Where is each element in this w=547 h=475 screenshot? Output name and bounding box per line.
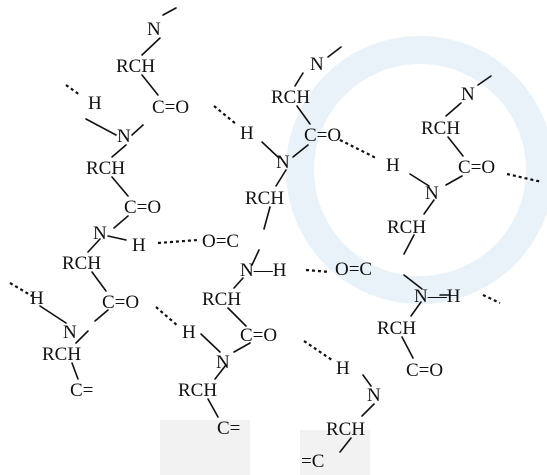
chain-d-rch: RCH xyxy=(326,419,365,440)
chain-a-n-2: N xyxy=(93,223,107,244)
chain-c-rch-1: RCH xyxy=(421,118,460,139)
chain-b-rch-3: RCH xyxy=(202,289,241,310)
chain-c-carbonyl-3: C=O xyxy=(406,360,443,381)
hydrogen-bonds xyxy=(9,84,543,361)
chain-c-h-1: H xyxy=(386,155,400,176)
chain-d-n: N xyxy=(367,385,381,406)
background-watermark xyxy=(160,36,547,475)
covalent-bonds xyxy=(39,7,492,453)
chain-d-c-end: =C xyxy=(301,451,324,472)
chain-c-nh: N—H xyxy=(414,286,461,307)
chain-b-n-3: N xyxy=(216,352,230,373)
chain-b-carbonyl-2: O=C xyxy=(202,231,239,252)
chain-a-h-1: H xyxy=(88,93,102,114)
chain-b-rch-4: RCH xyxy=(178,380,217,401)
chain-b-rch-1: RCH xyxy=(271,87,310,108)
chain-c-rch-3: RCH xyxy=(377,318,416,339)
chain-d-h: H xyxy=(336,358,350,379)
chain-b-carbonyl-3: C=O xyxy=(240,325,277,346)
chain-b-h-3: H xyxy=(182,322,196,343)
chain-b-carbonyl-1: C=O xyxy=(304,125,341,146)
chain-b-n-top: N xyxy=(310,54,324,75)
atom-labels: N RCH C=O H N RCH C=O N H RCH C=O H N RC… xyxy=(30,19,495,472)
chain-c-carbonyl-2: O=C xyxy=(335,259,372,280)
chain-a-carbonyl-3: C=O xyxy=(102,292,139,313)
chain-c-n-top: N xyxy=(461,84,475,105)
chain-a-n-1: N xyxy=(117,126,131,147)
chain-b-n-1: N xyxy=(276,152,290,173)
chain-a-rch-1: RCH xyxy=(116,56,155,77)
chain-a-carbonyl-2: C=O xyxy=(124,197,161,218)
chain-a-c-end: C= xyxy=(70,380,93,401)
chain-a-carbonyl-1: C=O xyxy=(152,97,189,118)
chain-b-h-1: H xyxy=(240,123,254,144)
chain-a-n-3: N xyxy=(63,322,77,343)
chain-b-c-end: C= xyxy=(217,418,240,439)
chain-a-h-3: H xyxy=(30,288,44,309)
chain-b-nh: N—H xyxy=(240,260,287,281)
chain-a-h-2: H xyxy=(132,235,146,256)
chain-a-rch-3: RCH xyxy=(62,253,101,274)
chain-a-rch-4: RCH xyxy=(42,344,81,365)
chain-b-rch-2: RCH xyxy=(245,188,284,209)
chain-c-carbonyl-1: C=O xyxy=(458,157,495,178)
chain-c-rch-2: RCH xyxy=(387,217,426,238)
chain-c-n-1: N xyxy=(425,183,439,204)
chain-a-rch-2: RCH xyxy=(86,158,125,179)
chain-a-n-top: N xyxy=(147,19,161,40)
